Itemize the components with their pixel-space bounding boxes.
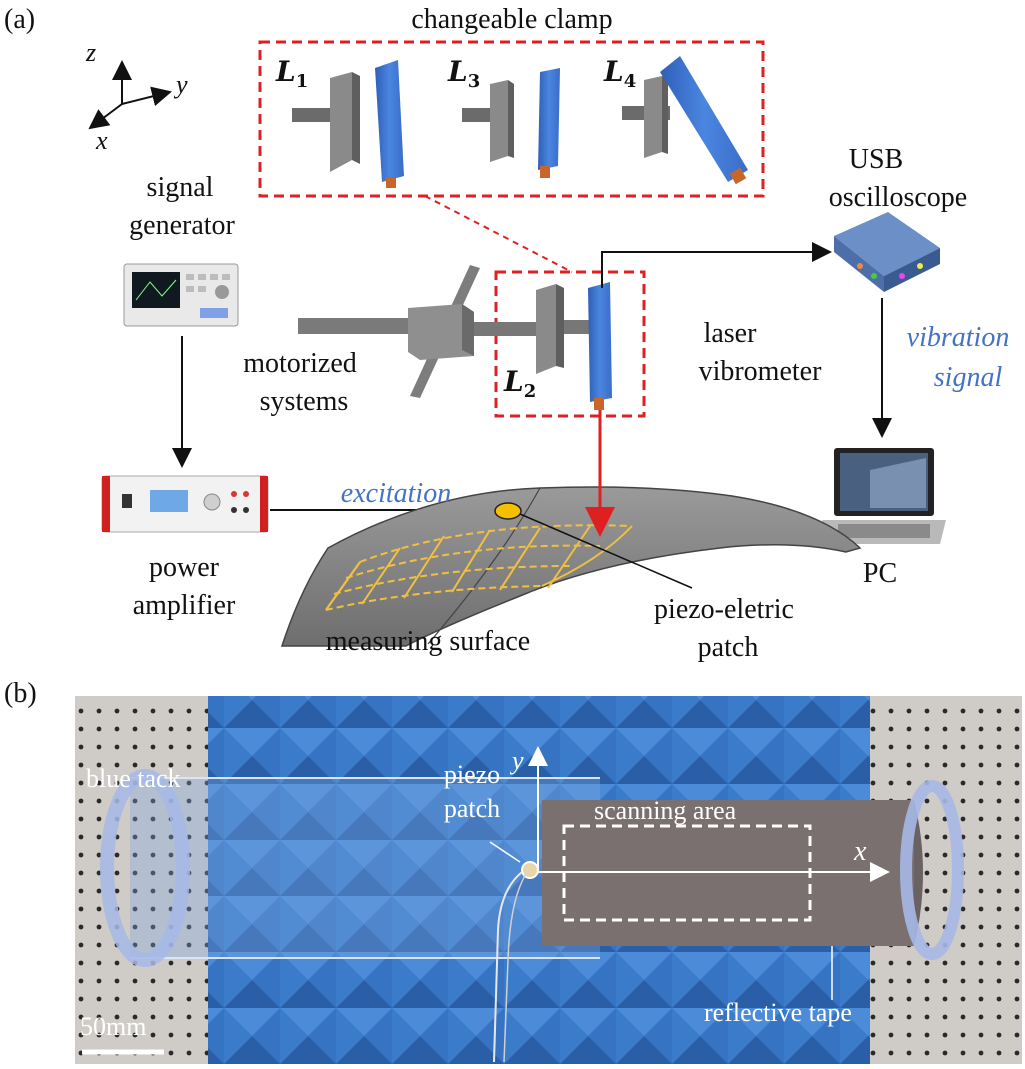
clamp-title: changeable clamp <box>411 4 613 35</box>
laser-label-1: laser <box>703 318 757 349</box>
clamp-l2-label: L2 <box>504 365 537 402</box>
clamp-l1 <box>292 60 404 188</box>
vibration-signal-label-1: vibration <box>906 322 1010 353</box>
motorized-label-2: systems <box>259 386 349 417</box>
l2-clamp-box <box>494 270 646 418</box>
piezo-patch-label-2: patch <box>697 632 759 663</box>
usb-label-2: oscilloscope <box>828 182 968 213</box>
motorized-system-image <box>298 265 612 410</box>
clamp-l1-label: L1 <box>276 55 309 92</box>
panel-a-label: (a) <box>4 4 36 35</box>
panel-b-label: (b) <box>4 678 37 709</box>
laser-label-2: vibrometer <box>698 356 822 387</box>
signal-generator-label-1: signal <box>146 172 214 203</box>
reflective-tape-label: reflective tape <box>704 998 852 1027</box>
clamp-l4 <box>622 56 748 185</box>
power-amplifier-image <box>101 475 269 533</box>
panel-b-photo <box>75 696 1022 1064</box>
panel-b-x-axis-label: x <box>854 836 867 867</box>
usb-label-1: USB <box>848 144 904 175</box>
scale-bar-label: 50mm <box>80 1012 147 1041</box>
clamp-box <box>258 40 765 198</box>
panel-b-y-axis-label: y <box>512 746 524 775</box>
signal-generator-label-2: generator <box>129 210 235 241</box>
z-axis-label: z <box>86 38 97 67</box>
measuring-surface <box>280 486 862 647</box>
piezo-label-2: patch <box>443 794 501 823</box>
piezo-label-1: piezo <box>443 760 501 789</box>
piezo-patch-label-1: piezo-eletric <box>654 594 794 625</box>
pc-label: PC <box>862 558 898 589</box>
power-amplifier-label-2: amplifier <box>132 590 236 621</box>
clamp-l3 <box>462 68 560 178</box>
x-axis-label: x <box>96 126 108 155</box>
measuring-surface-label: measuring surface <box>325 626 531 657</box>
laptop-icon <box>822 448 946 544</box>
vibration-signal-label-2: signal <box>933 362 1003 393</box>
excitation-label: excitation <box>340 478 452 509</box>
clamp-l3-label: L3 <box>448 55 481 92</box>
motorized-label-1: motorized <box>243 348 357 379</box>
power-amplifier-label-1: power <box>149 552 219 583</box>
usb-oscilloscope-image <box>834 212 940 292</box>
signal-generator-image <box>123 263 239 327</box>
scanning-area-label: scanning area <box>594 796 737 825</box>
clamp-l4-label: L4 <box>604 55 637 92</box>
y-axis-label: y <box>176 70 188 99</box>
blue-tack-label: blue tack <box>86 764 181 793</box>
axes-icon <box>88 60 172 130</box>
